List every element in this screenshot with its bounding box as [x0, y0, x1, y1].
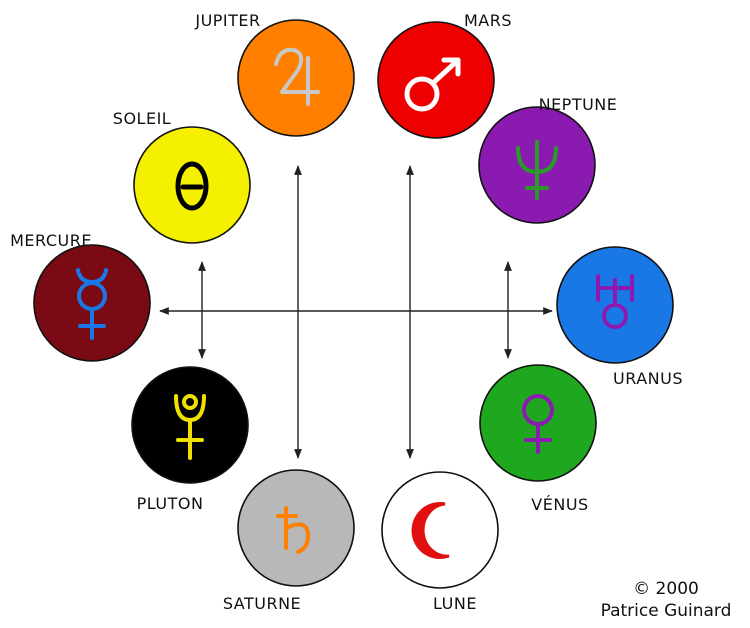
planet-label: MERCURE: [10, 231, 92, 250]
planet-label: VÉNUS: [531, 495, 588, 514]
jupiter-icon: [274, 47, 320, 106]
planet-label: JUPITER: [194, 11, 260, 30]
planet-mars: MARS: [377, 11, 512, 139]
planet-label: URANUS: [613, 369, 683, 388]
uranus-icon: [596, 274, 634, 329]
planet-lune: LUNE: [381, 471, 499, 613]
planet-saturne: SATURNE: [223, 469, 355, 613]
planet-soleil: SOLEIL: [113, 109, 251, 244]
planet-label: SOLEIL: [113, 109, 171, 128]
pluto-icon: [174, 394, 206, 460]
sun-icon: [175, 161, 209, 211]
planet-label: SATURNE: [223, 594, 301, 613]
saturne-circle: [237, 469, 355, 587]
planet-label: MARS: [464, 11, 512, 30]
mercure-circle: [33, 244, 151, 362]
jupiter-circle: [237, 19, 355, 137]
copyright-credit: © 2000 Patrice Guinard: [601, 579, 732, 621]
planet-label: NEPTUNE: [539, 95, 618, 114]
planet-label: PLUTON: [137, 494, 204, 513]
mercury-icon: [76, 268, 108, 340]
planet-jupiter: JUPITER: [194, 11, 355, 137]
planet-venus: VÉNUS: [479, 364, 597, 514]
venus-icon: [522, 394, 554, 454]
planet-uranus: URANUS: [556, 246, 683, 388]
planet-mercure: MERCURE: [10, 231, 151, 362]
mars-icon: [404, 57, 461, 112]
relation-arrows: [159, 165, 553, 459]
planet-neptune: NEPTUNE: [478, 95, 618, 224]
saturn-icon: [276, 506, 310, 554]
credit-author: Patrice Guinard: [601, 601, 732, 621]
planet-pluton: PLUTON: [131, 366, 249, 513]
lune-circle: [381, 471, 499, 589]
neptune-icon: [516, 140, 558, 200]
moon-icon: [411, 502, 450, 560]
credit-year: © 2000: [633, 579, 699, 599]
planet-label: LUNE: [433, 594, 477, 613]
